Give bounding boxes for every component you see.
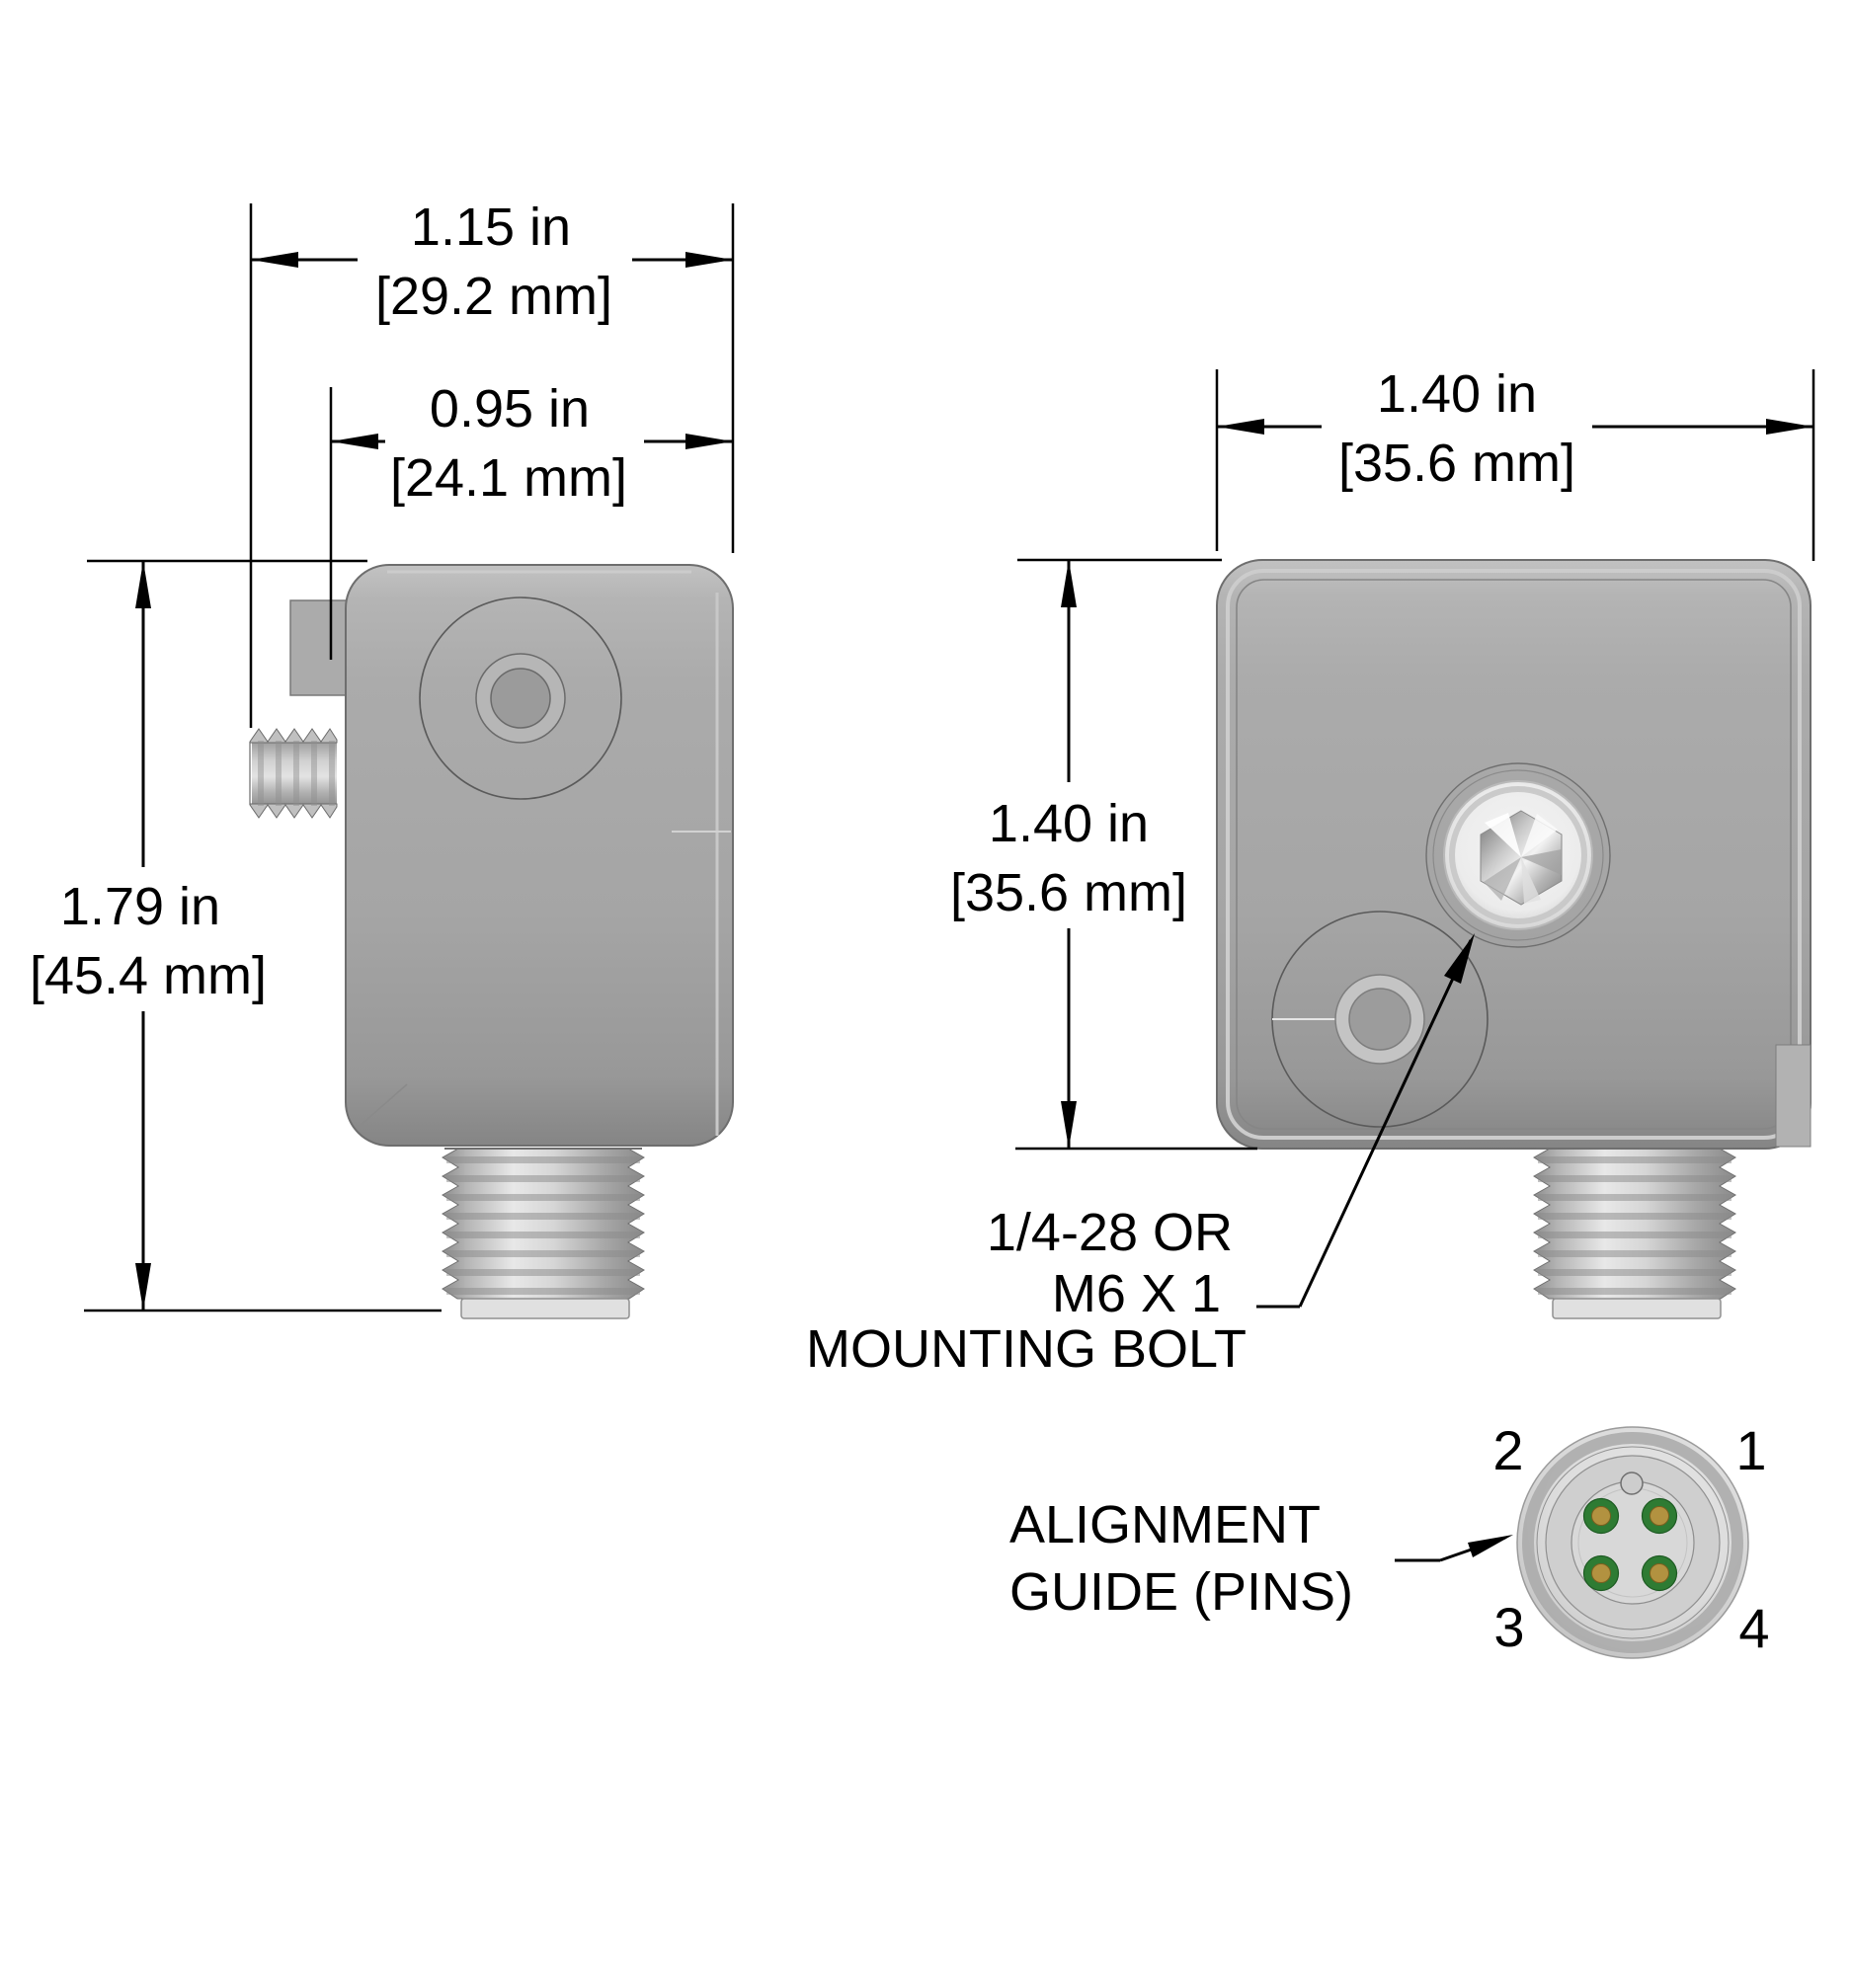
alignment-guide-callout: ALIGNMENT GUIDE (PINS) [1009, 1495, 1513, 1622]
arrowhead-left [1217, 419, 1264, 435]
leader-arrowhead [1468, 1535, 1513, 1557]
threaded-stud [249, 728, 338, 819]
side-view: 1.15 in [29.2 mm] 0.95 in [24.1 mm] 1.79… [30, 198, 735, 1319]
alignment-guide-hole [1620, 1471, 1644, 1495]
leader-arrowhead [1444, 933, 1475, 984]
pin-label-4: 4 [1738, 1597, 1769, 1659]
arrowhead-down [135, 1263, 151, 1311]
connector-pinout-view: 2 1 3 4 ALIGNMENT GUIDE (PINS) [1009, 1419, 1770, 1659]
mounting-bolt-callout-line1: 1/4-28 OR [987, 1203, 1233, 1262]
arrowhead-right [1766, 419, 1813, 435]
dim-front-height-in: 1.40 in [989, 794, 1149, 853]
dim-front-width-mm: [35.6 mm] [1338, 434, 1575, 493]
arrowhead-right [685, 252, 733, 268]
alignment-guide-line2: GUIDE (PINS) [1009, 1562, 1353, 1622]
arrowhead-up [1061, 560, 1077, 607]
front-hole [1348, 988, 1411, 1051]
boss-circle [419, 596, 622, 800]
mounting-bolt-callout-line2: M6 X 1 [1052, 1264, 1221, 1323]
dim-overall-height [84, 559, 442, 1312]
front-view: 1.40 in [35.6 mm] 1.40 in [35.6 mm] 1/4-… [806, 364, 1815, 1379]
arrowhead-down [1061, 1101, 1077, 1149]
alignment-guide-line1: ALIGNMENT [1009, 1495, 1321, 1554]
connector-collar [460, 1298, 630, 1319]
dim-overall-height-in: 1.79 in [60, 877, 220, 936]
dim-body-depth [329, 387, 733, 660]
pin-label-2: 2 [1492, 1419, 1523, 1481]
pin-1 [1641, 1497, 1678, 1535]
connector-pins [1582, 1497, 1678, 1592]
dim-front-width-in: 1.40 in [1377, 364, 1537, 424]
pin-2 [1582, 1497, 1620, 1535]
housing-side [345, 564, 734, 1147]
dim-front-height [1015, 558, 1257, 1151]
dim-front-height-mm: [35.6 mm] [950, 863, 1187, 922]
side-tab [289, 599, 349, 696]
dim-overall-depth-mm: [29.2 mm] [375, 267, 612, 326]
arrowhead-left [251, 252, 298, 268]
dim-overall-depth [249, 203, 735, 728]
dim-body-depth-mm: [24.1 mm] [390, 448, 627, 508]
pin-3 [1582, 1554, 1620, 1592]
corner-seam [357, 1083, 408, 1129]
front-connector-stub [1533, 1148, 1736, 1319]
arrowhead-right [685, 434, 733, 449]
mounting-bolt [1425, 762, 1611, 948]
dim-body-depth-in: 0.95 in [430, 379, 590, 438]
dim-front-width [1215, 369, 1815, 561]
pin-4 [1641, 1554, 1678, 1592]
dim-overall-depth-in: 1.15 in [411, 198, 571, 257]
pin-label-3: 3 [1493, 1596, 1524, 1658]
dim-overall-height-mm: [45.4 mm] [30, 946, 267, 1005]
front-bevel-highlight [1226, 569, 1802, 1140]
arrowhead-up [135, 561, 151, 608]
mounting-bolt-callout: 1/4-28 OR M6 X 1 MOUNTING BOLT [806, 933, 1475, 1379]
pin-label-1: 1 [1735, 1419, 1766, 1481]
cable-connector-threads [442, 1148, 645, 1319]
front-face-edge [1236, 579, 1792, 1130]
mounting-bolt-callout-line3: MOUNTING BOLT [806, 1319, 1247, 1379]
boss-hole [490, 668, 551, 729]
front-right-step [1775, 1044, 1812, 1148]
arrowhead-left [331, 434, 378, 449]
